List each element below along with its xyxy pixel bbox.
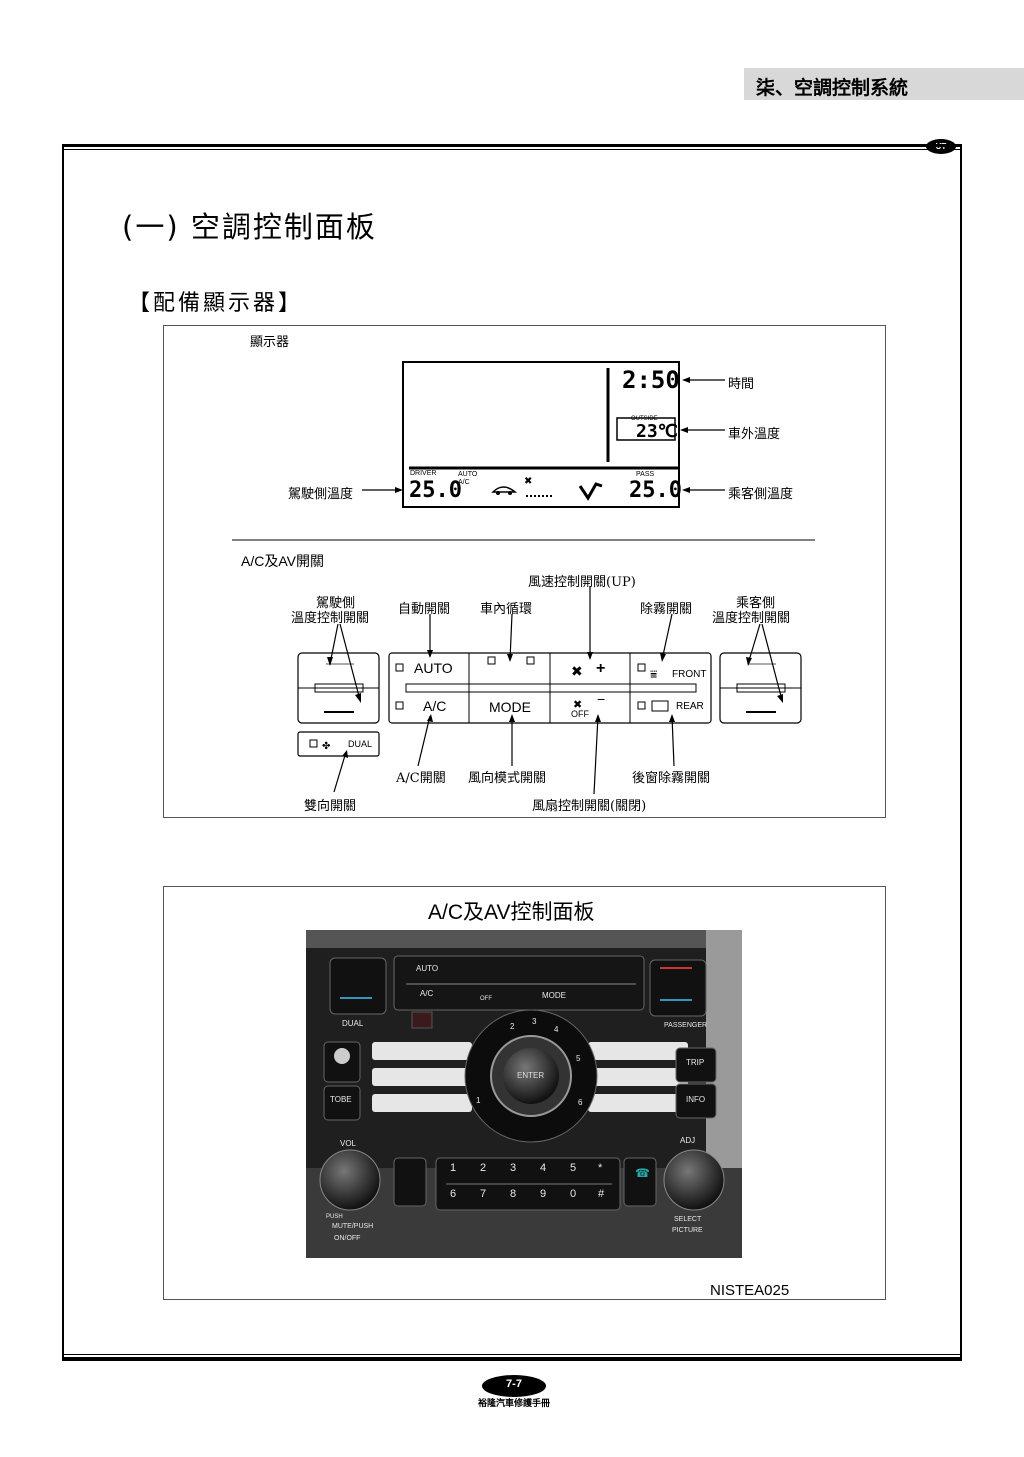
callout-pass-temp: 乘客側溫度 (728, 487, 794, 502)
callout-time: 時間 (728, 377, 755, 392)
callout-fan-off: 風扇控制開關(關閉) (532, 799, 647, 814)
dial-number: 4 (554, 1025, 559, 1034)
dial-number: 5 (576, 1054, 581, 1063)
switch-heading: A/C及AV開關 (241, 553, 324, 569)
callout-pass-temp-1: 乘客側 (736, 596, 776, 611)
chapter-title: 柒、空調控制系統 (756, 77, 909, 99)
lcd-pass-tag: PASS (636, 471, 655, 478)
frame-top-rule-thin (62, 149, 962, 150)
auto-button-label: AUTO (414, 660, 453, 676)
svg-text:✖: ✖ (571, 664, 583, 680)
photo-adj-label: ADJ (680, 1136, 696, 1145)
dial-number: 6 (578, 1098, 583, 1107)
callout-rear-defrost: 後窗除霧開關 (632, 771, 711, 786)
keypad-key: 7 (480, 1188, 487, 1200)
callout-fan-up: 風速控制開關(UP) (528, 575, 636, 590)
photo-box (163, 886, 886, 1300)
photo-mute-label: MUTE/PUSH (332, 1223, 374, 1230)
keypad-key: 2 (480, 1162, 487, 1174)
keypad-key: # (598, 1188, 605, 1200)
display-heading: 顯示器 (250, 335, 290, 350)
section-subtitle: 【配備顯示器】 (128, 291, 304, 316)
keypad-key: 4 (540, 1162, 547, 1174)
photo-caption: A/C及AV控制面板 (428, 901, 595, 924)
page-number: 7-7 (506, 1378, 522, 1390)
callout-auto: 自動開關 (398, 602, 451, 617)
lcd-driver-tag: DRIVER (410, 470, 437, 477)
frame-right-rule (960, 144, 962, 1360)
photo-trip-label: TRIP (686, 1058, 705, 1067)
svg-text:✖: ✖ (524, 476, 532, 487)
lcd-auto-tag: AUTO (458, 471, 478, 478)
keypad-key: 5 (570, 1162, 577, 1174)
mode-button-label: MODE (489, 699, 531, 715)
keypad-key: 3 (510, 1162, 517, 1174)
svg-text:✤: ✤ (322, 741, 330, 752)
keypad-key: 8 (510, 1188, 517, 1200)
dial-number: 2 (510, 1022, 515, 1031)
callout-recirc: 車內循環 (480, 602, 533, 617)
frame-top-rule (62, 144, 962, 147)
photo-passenger-label: PASSENGER (664, 1022, 708, 1029)
lcd-outside-temp: 23℃ (636, 421, 678, 442)
svg-text:⩸: ⩸ (650, 667, 657, 681)
keypad-key: 9 (540, 1188, 547, 1200)
chapter-tab (744, 68, 1024, 100)
diagram-box (163, 325, 886, 818)
photo-mode-label: MODE (542, 991, 566, 1000)
photo-select-label: SELECT (674, 1216, 702, 1223)
svg-text:✖: ✖ (573, 698, 582, 711)
callout-outside-temp: 車外溫度 (728, 427, 781, 442)
figure-reference: NISTEA025 (710, 1282, 790, 1299)
callout-mode: 風向模式開關 (468, 771, 547, 786)
callout-ac: A/C開關 (396, 771, 446, 786)
publisher-footer: 裕隆汽車修護手冊 (477, 1399, 550, 1409)
callout-defrost: 除霧開關 (640, 602, 693, 617)
lcd-clock: 2:50 (622, 366, 680, 394)
callout-driver-temp-1: 駕駛側 (316, 596, 356, 611)
keypad-key: 6 (450, 1188, 457, 1200)
front-defrost-label: FRONT (672, 669, 707, 680)
callout-driver-temp-2: 溫度控制開關 (291, 611, 370, 626)
photo-tobe-label: TOBE (330, 1095, 352, 1104)
fan-minus-label: − (597, 691, 606, 707)
frame-left-rule (62, 144, 64, 1360)
lcd-outside-label: OUTSIDE (631, 416, 658, 422)
keypad-key: * (598, 1162, 603, 1174)
photo-ac-label: A/C (420, 989, 434, 998)
callout-dual: 雙向開關 (304, 799, 357, 814)
frame-bottom-rule (62, 1357, 962, 1361)
control-panel-photo: ☎ AUTO A/C MODE OFF DUAL PASSENGER TRIP … (306, 930, 742, 1258)
photo-picture-label: PICTURE (672, 1227, 703, 1234)
page-number-badge (482, 1375, 546, 1397)
photo-onoff-label: ON/OFF (334, 1235, 361, 1242)
lcd-pass-temp: 25.0 (629, 478, 682, 503)
keypad-key: 0 (570, 1188, 577, 1200)
svg-text:☎: ☎ (635, 1166, 650, 1180)
lcd-driver-temp: 25.0 (409, 478, 462, 503)
rear-defrost-label: REAR (676, 701, 704, 712)
frame-bottom-rule-thin (62, 1354, 962, 1355)
fan-plus-label: + (596, 660, 606, 677)
photo-dual-label: DUAL (342, 1019, 364, 1028)
photo-vol-label: VOL (340, 1139, 357, 1148)
dial-number: 3 (532, 1017, 537, 1026)
photo-drawing: ☎ (306, 930, 742, 1258)
lcd-ac-tag: A/C (458, 479, 470, 486)
photo-off-label: OFF (480, 996, 492, 1002)
dial-number: 1 (476, 1096, 481, 1105)
callout-pass-temp-2: 溫度控制開關 (712, 611, 791, 626)
fan-off-label: OFF (571, 709, 589, 719)
photo-info-label: INFO (686, 1095, 706, 1104)
photo-enter-label: ENTER (517, 1071, 545, 1080)
callout-driver-temp: 駕駛側溫度 (288, 487, 354, 502)
photo-push-label: PUSH (326, 1214, 343, 1220)
ac-button-label: A/C (423, 698, 447, 714)
section-title: (一) 空調控制面板 (122, 210, 377, 244)
photo-auto-label: AUTO (416, 964, 439, 973)
keypad-key: 1 (450, 1162, 457, 1174)
dual-button-label: DUAL (348, 739, 373, 749)
